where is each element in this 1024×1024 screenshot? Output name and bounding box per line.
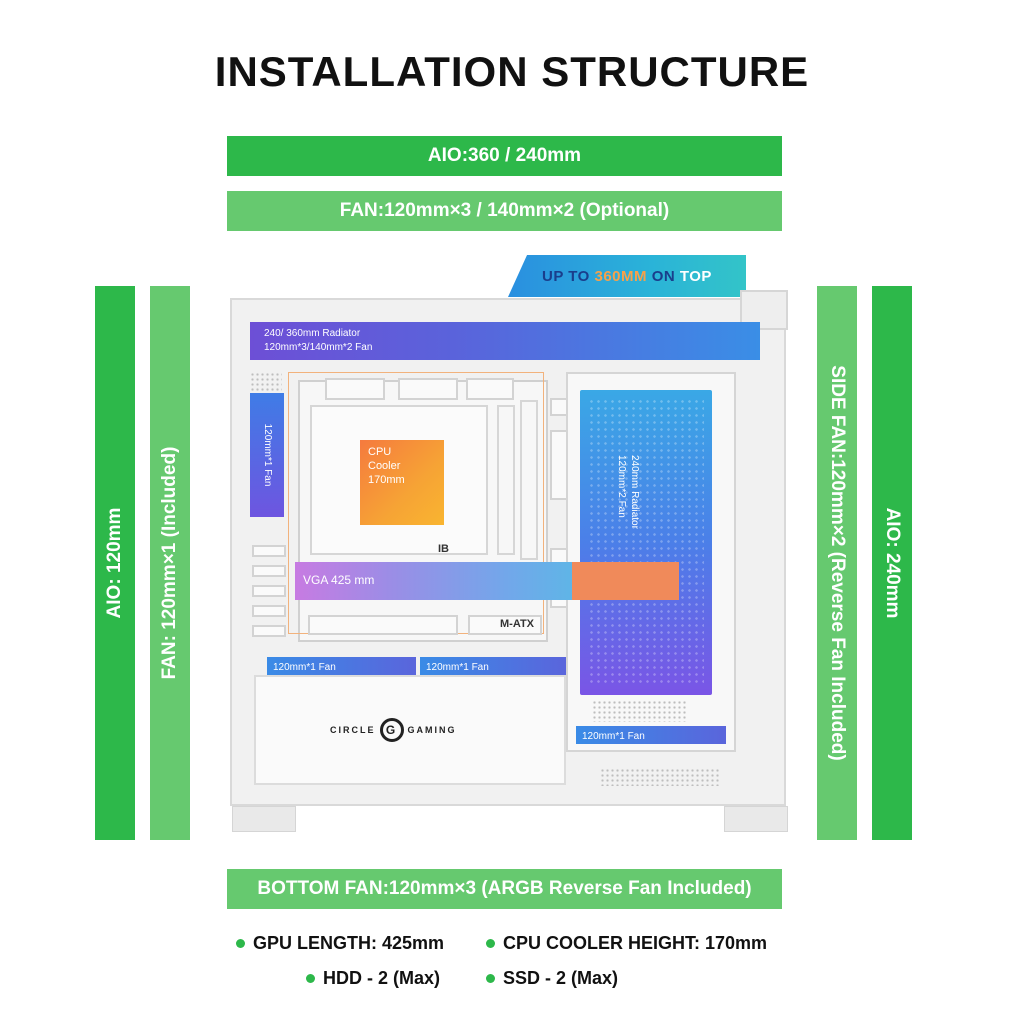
- memory-slot: [520, 400, 538, 560]
- case-foot-right: [724, 806, 788, 832]
- bullet-icon: [486, 974, 495, 983]
- top-capacity-tab: UP TO 360MM ON TOP: [508, 255, 746, 297]
- top-radiator-label-2: 120mm*3/140mm*2 Fan: [264, 342, 373, 353]
- side-radiator-label-2: 120mm*2 Fan: [616, 455, 627, 518]
- cpu-cooler-zone: CPU Cooler 170mm: [360, 440, 444, 525]
- fan-top-label: FAN:120mm×3 / 140mm×2 (Optional): [339, 200, 670, 221]
- side-fan-right-bar: SIDE FAN:120mm×2 (Reverse Fan Included): [817, 286, 857, 840]
- pcie-slot: [468, 615, 542, 635]
- logo-right-text: GAMING: [407, 725, 457, 735]
- bottom-fan-zone-3: 120mm*1 Fan: [576, 726, 726, 744]
- vrm-heatsink: [466, 378, 514, 400]
- matx-label: M-ATX: [500, 618, 535, 630]
- fan-left-label: FAN: 120mm×1 (Included): [159, 446, 180, 680]
- aio-top-label: AIO:360 / 240mm: [427, 145, 582, 166]
- aio-top-bar: AIO:360 / 240mm: [227, 136, 782, 176]
- aio-left-bar: AIO: 120mm: [95, 286, 135, 840]
- spec-ssd: SSD - 2 (Max): [486, 968, 618, 989]
- aio-right-label: AIO: 240mm: [882, 507, 903, 619]
- bullet-icon: [306, 974, 315, 983]
- cpu-label-3: 170mm: [368, 474, 405, 486]
- tab-text-4: TOP: [679, 267, 712, 285]
- tab-text-1: UP TO: [542, 267, 595, 285]
- bottom-fan-zone-1: 120mm*1 Fan: [267, 657, 416, 675]
- logo-circle-icon: G: [379, 718, 404, 742]
- bottom-vent: [600, 768, 720, 786]
- psu-shroud: [254, 675, 566, 785]
- spec-cpu-cooler-height-text: CPU COOLER HEIGHT: 170mm: [503, 933, 768, 953]
- rear-vent: [250, 372, 282, 392]
- bullet-icon: [236, 939, 245, 948]
- spec-hdd-text: HDD - 2 (Max): [323, 968, 441, 988]
- expansion-slot: [252, 565, 286, 577]
- page-title: INSTALLATION STRUCTURE: [214, 48, 810, 95]
- bottom-fan-label-1: 120mm*1 Fan: [273, 662, 336, 673]
- bullet-icon: [486, 939, 495, 948]
- bottom-fan-label-2: 120mm*1 Fan: [426, 662, 489, 673]
- aio-right-bar: AIO: 240mm: [872, 286, 912, 840]
- fan-left-bar: FAN: 120mm×1 (Included): [150, 286, 190, 840]
- spec-ssd-text: SSD - 2 (Max): [503, 968, 619, 988]
- side-radiator-label-1: 240mm Radiator: [629, 455, 640, 529]
- top-radiator-zone: 240/ 360mm Radiator 120mm*3/140mm*2 Fan: [250, 322, 760, 360]
- vrm-heatsink: [398, 378, 458, 400]
- vga-label: VGA 425 mm: [303, 573, 375, 587]
- vrm-heatsink: [325, 378, 385, 400]
- expansion-slot: [252, 585, 286, 597]
- aio-left-label: AIO: 120mm: [104, 507, 125, 619]
- logo-left-text: CIRCLE: [330, 725, 376, 735]
- case-foot-left: [232, 806, 296, 832]
- spec-hdd: HDD - 2 (Max): [306, 968, 440, 989]
- side-radiator-zone: 240mm Radiator 120mm*2 Fan: [580, 390, 712, 695]
- cpu-label-2: Cooler: [368, 460, 401, 472]
- tab-text-2: 360MM: [594, 267, 648, 285]
- bottom-fan-bar: BOTTOM FAN:120mm×3 (ARGB Reverse Fan Inc…: [227, 869, 782, 909]
- front-fan-label: 120mm*1 Fan: [262, 423, 273, 487]
- top-radiator-label-1: 240/ 360mm Radiator: [264, 328, 361, 339]
- side-fan-right-label: SIDE FAN:120mm×2 (Reverse Fan Included): [827, 365, 848, 761]
- expansion-slot: [252, 625, 286, 637]
- tab-text-3: ON: [647, 267, 680, 285]
- cpu-label-1: CPU: [368, 446, 392, 458]
- brand-logo: CIRCLE G GAMING: [330, 715, 500, 745]
- memory-slot: [497, 405, 515, 555]
- bottom-fan-label-3: 120mm*1 Fan: [582, 731, 645, 742]
- ib-label: IB: [438, 543, 449, 555]
- pcie-slot: [308, 615, 458, 635]
- fan-top-bar: FAN:120mm×3 / 140mm×2 (Optional): [227, 191, 782, 231]
- spec-gpu-length-text: GPU LENGTH: 425mm: [253, 933, 445, 953]
- expansion-slot: [252, 605, 286, 617]
- expansion-slot: [252, 545, 286, 557]
- bottom-fan-zone-2: 120mm*1 Fan: [420, 657, 566, 675]
- bottom-fan-bar-label: BOTTOM FAN:120mm×3 (ARGB Reverse Fan Inc…: [257, 878, 752, 899]
- spec-gpu-length: GPU LENGTH: 425mm: [236, 933, 444, 954]
- spec-cpu-cooler-height: CPU COOLER HEIGHT: 170mm: [486, 933, 767, 954]
- bottom-vent: [592, 700, 688, 722]
- gpu-overlap-zone: [572, 562, 679, 600]
- front-fan-zone: 120mm*1 Fan: [250, 393, 284, 517]
